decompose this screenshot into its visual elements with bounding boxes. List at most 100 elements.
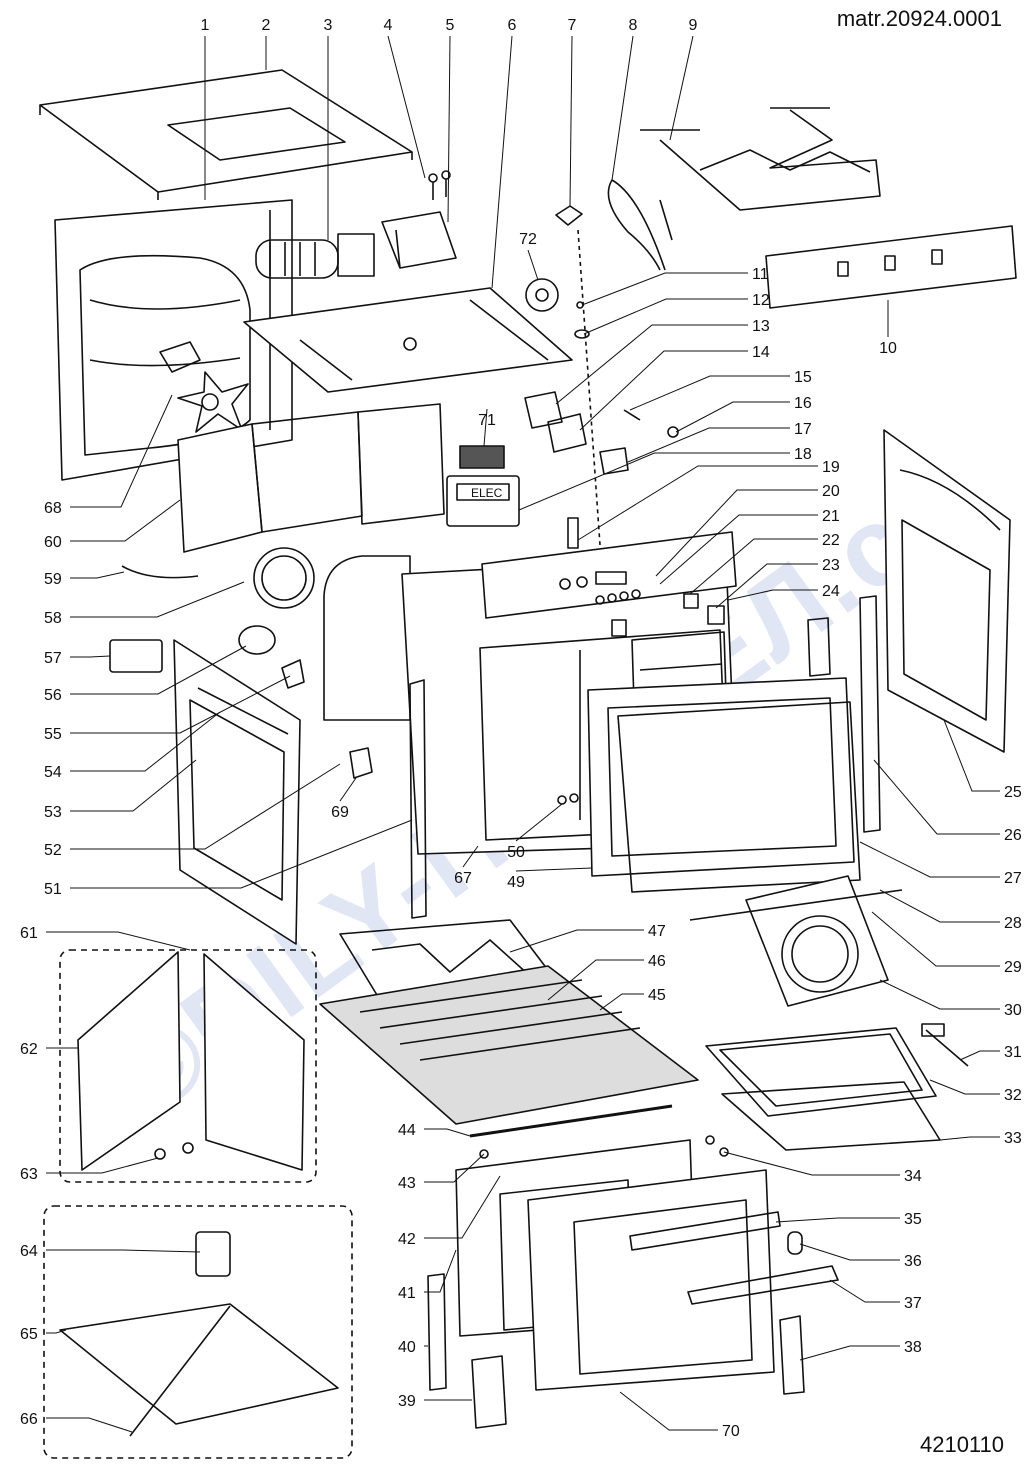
callout-label-55: 55 [44, 726, 62, 743]
leader-line-25 [943, 719, 1000, 792]
part-cooling-plate [243, 287, 573, 393]
leader-line-71 [483, 408, 488, 447]
part-door-screws [479, 1135, 729, 1159]
callout-label-35: 35 [904, 1211, 922, 1228]
leader-line-53 [70, 759, 197, 812]
parts: ELEC [39, 69, 1017, 1459]
callout-label-49: 49 [507, 874, 525, 891]
part-small-components [524, 301, 679, 475]
leader-line-64 [46, 1249, 201, 1253]
part-grill-element [640, 107, 881, 211]
leader-line-65 [46, 1329, 67, 1334]
part-bracket-69 [349, 747, 373, 779]
callout-label-27: 27 [1004, 870, 1022, 887]
kit-box-64 [43, 1205, 353, 1459]
part-fan-blade [159, 341, 249, 433]
part-circular-element [253, 547, 315, 609]
leader-line-27 [859, 841, 1000, 878]
leader-line-43 [424, 1153, 485, 1183]
part-baking-tray [705, 1027, 937, 1117]
callout-label-67: 67 [454, 870, 472, 887]
part-timer-display: ELEC [446, 445, 520, 527]
callout-label-52: 52 [44, 842, 62, 859]
leader-line-47 [509, 929, 644, 953]
callout-label-29: 29 [1004, 959, 1022, 976]
callout-label-1: 1 [201, 17, 210, 34]
callout-label-58: 58 [44, 610, 62, 627]
part-relay [109, 639, 163, 673]
leader-line-70 [619, 1391, 718, 1431]
callout-label-41: 41 [398, 1285, 416, 1302]
leader-line-38 [799, 1345, 900, 1361]
callout-label-50: 50 [507, 844, 525, 861]
leader-line-37 [829, 1279, 900, 1303]
callout-label-13: 13 [752, 318, 770, 335]
leader-line-42 [424, 1175, 501, 1239]
callout-label-64: 64 [20, 1243, 38, 1260]
part-insulation-sheet [323, 555, 411, 721]
leader-line-56 [70, 645, 247, 695]
drawing-number: 4210110 [919, 1432, 1004, 1457]
part-lamp-holder [238, 625, 305, 689]
leader-line-21 [659, 514, 818, 585]
leader-line-36 [799, 1243, 900, 1261]
callout-label-59: 59 [44, 571, 62, 588]
leader-line-19 [577, 465, 818, 541]
leader-line-68 [70, 394, 173, 508]
callout-label-47: 47 [648, 923, 666, 940]
part-top-cover [39, 69, 413, 200]
leader-line-54 [70, 711, 221, 772]
callout-label-12: 12 [752, 292, 770, 309]
callout-label-60: 60 [44, 534, 62, 551]
leader-line-22 [689, 538, 818, 595]
leader-line-35 [775, 1217, 900, 1223]
callout-label-43: 43 [398, 1175, 416, 1192]
part-switch-block [381, 211, 457, 269]
callout-label-33: 33 [1004, 1130, 1022, 1147]
leader-line-13 [555, 324, 748, 405]
leader-line-23 [715, 563, 818, 609]
leader-line-55 [70, 675, 291, 734]
leader-line-59 [70, 571, 125, 579]
leader-line-44 [424, 1128, 471, 1137]
part-fan-cover [689, 875, 903, 1007]
callout-label-70: 70 [722, 1423, 740, 1440]
part-side-duct [177, 403, 445, 553]
leader-line-26 [873, 759, 1000, 835]
leader-line-4 [387, 35, 426, 179]
leader-line-28 [879, 889, 1000, 923]
leader-line-46 [547, 959, 644, 1001]
callout-label-10: 10 [879, 340, 897, 357]
leader-line-60 [70, 499, 181, 542]
part-hinges [427, 1273, 805, 1429]
leader-line-12 [583, 298, 748, 335]
leader-line-69 [339, 777, 357, 802]
callout-label-71: 71 [478, 412, 496, 429]
leader-line-45 [599, 993, 644, 1011]
callout-label-45: 45 [648, 987, 666, 1004]
leader-line-51 [70, 819, 413, 889]
part-hinge-cap [787, 1231, 803, 1255]
leader-line-31 [959, 1050, 1000, 1061]
part-fan-motor [255, 233, 375, 279]
callout-label-3: 3 [324, 17, 333, 34]
callout-label-30: 30 [1004, 1002, 1022, 1019]
callout-label-51: 51 [44, 881, 62, 898]
leader-line-33 [939, 1136, 1000, 1141]
callout-label-34: 34 [904, 1168, 922, 1185]
part-rear-panel [54, 199, 293, 481]
leader-line-66 [46, 1417, 133, 1433]
callout-label-68: 68 [44, 500, 62, 517]
part-shelf-46 [319, 965, 699, 1125]
part-screws-top [428, 170, 451, 200]
leader-line-30 [879, 979, 1000, 1010]
leader-line-18 [518, 452, 790, 511]
leader-line-20 [655, 489, 818, 577]
leader-line-34 [723, 1151, 900, 1176]
callout-label-26: 26 [1004, 827, 1022, 844]
callout-label-44: 44 [398, 1122, 416, 1139]
callout-label-23: 23 [822, 557, 840, 574]
